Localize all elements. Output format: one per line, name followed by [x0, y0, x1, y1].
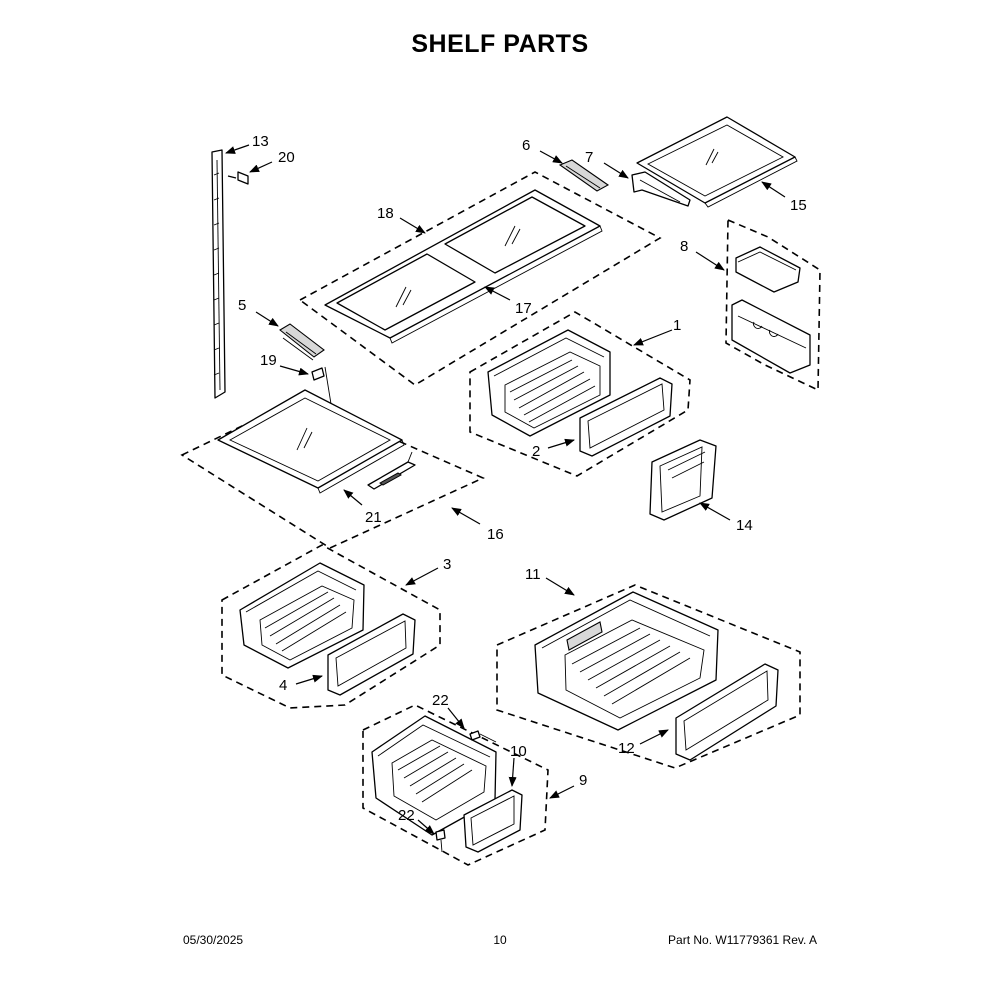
callout-5: 5	[238, 297, 246, 314]
drawer-screw-upper-part	[469, 730, 497, 743]
callout-6: 6	[522, 137, 530, 154]
footer-part-number: Part No. W11779361 Rev. A	[668, 933, 817, 947]
drawer-front-12-part	[675, 663, 779, 761]
footer-date: 05/30/2025	[183, 933, 244, 947]
shelf-bracket-part	[631, 171, 691, 207]
group-outline-9	[362, 704, 549, 866]
callout-19: 19	[260, 352, 277, 369]
shelf-trim-left-part	[279, 323, 325, 361]
drawer-front-4-part	[327, 613, 416, 696]
callout-9: 9	[579, 772, 587, 789]
group-outline-18	[298, 171, 662, 386]
callout-12: 12	[618, 740, 635, 757]
small-drawer-part	[371, 715, 497, 836]
group-outline-8	[725, 218, 821, 392]
group-outline-3	[221, 544, 441, 709]
drawer-screw-lower-part	[435, 829, 446, 853]
callout-18: 18	[377, 205, 394, 222]
footer-page-number: 10	[493, 933, 507, 947]
callout-3: 3	[443, 556, 451, 573]
deli-drawer-part	[239, 562, 365, 669]
callout-11: 11	[525, 566, 541, 583]
callout-10: 10	[510, 743, 527, 760]
page-title: SHELF PARTS	[411, 30, 589, 58]
callout-22-upper: 22	[432, 692, 449, 709]
leader-lines	[225, 144, 786, 835]
callout-17: 17	[515, 300, 532, 317]
callout-2: 2	[532, 443, 540, 460]
glass-shelf-medium-part	[217, 389, 405, 494]
drawer-front-2-part	[579, 377, 673, 457]
drawer-cover-part	[649, 439, 717, 521]
callout-14: 14	[736, 517, 753, 534]
callout-21: 21	[365, 509, 382, 526]
callout-7: 7	[585, 149, 593, 166]
glass-shelf-large-part	[324, 189, 603, 344]
callout-8: 8	[680, 238, 688, 255]
callout-15: 15	[790, 197, 807, 214]
callout-22-lower: 22	[398, 807, 415, 824]
door-bin-part	[731, 246, 811, 374]
glass-shelf-small-part	[636, 116, 798, 208]
callout-16: 16	[487, 526, 504, 543]
callout-1: 1	[673, 317, 681, 334]
callout-13: 13	[252, 133, 269, 150]
large-crisper-part	[534, 591, 719, 731]
callout-20: 20	[278, 149, 295, 166]
rail-screw-part	[227, 171, 249, 185]
crisper-drawer-part	[487, 329, 611, 437]
shelf-rail-part	[211, 149, 226, 399]
group-outline-1	[469, 311, 691, 477]
callout-4: 4	[279, 677, 287, 694]
shelf-trim-part	[558, 159, 610, 192]
drawer-front-10-part	[463, 789, 523, 853]
group-outline-11	[496, 584, 801, 769]
shelf-trim-21-part	[367, 451, 416, 490]
